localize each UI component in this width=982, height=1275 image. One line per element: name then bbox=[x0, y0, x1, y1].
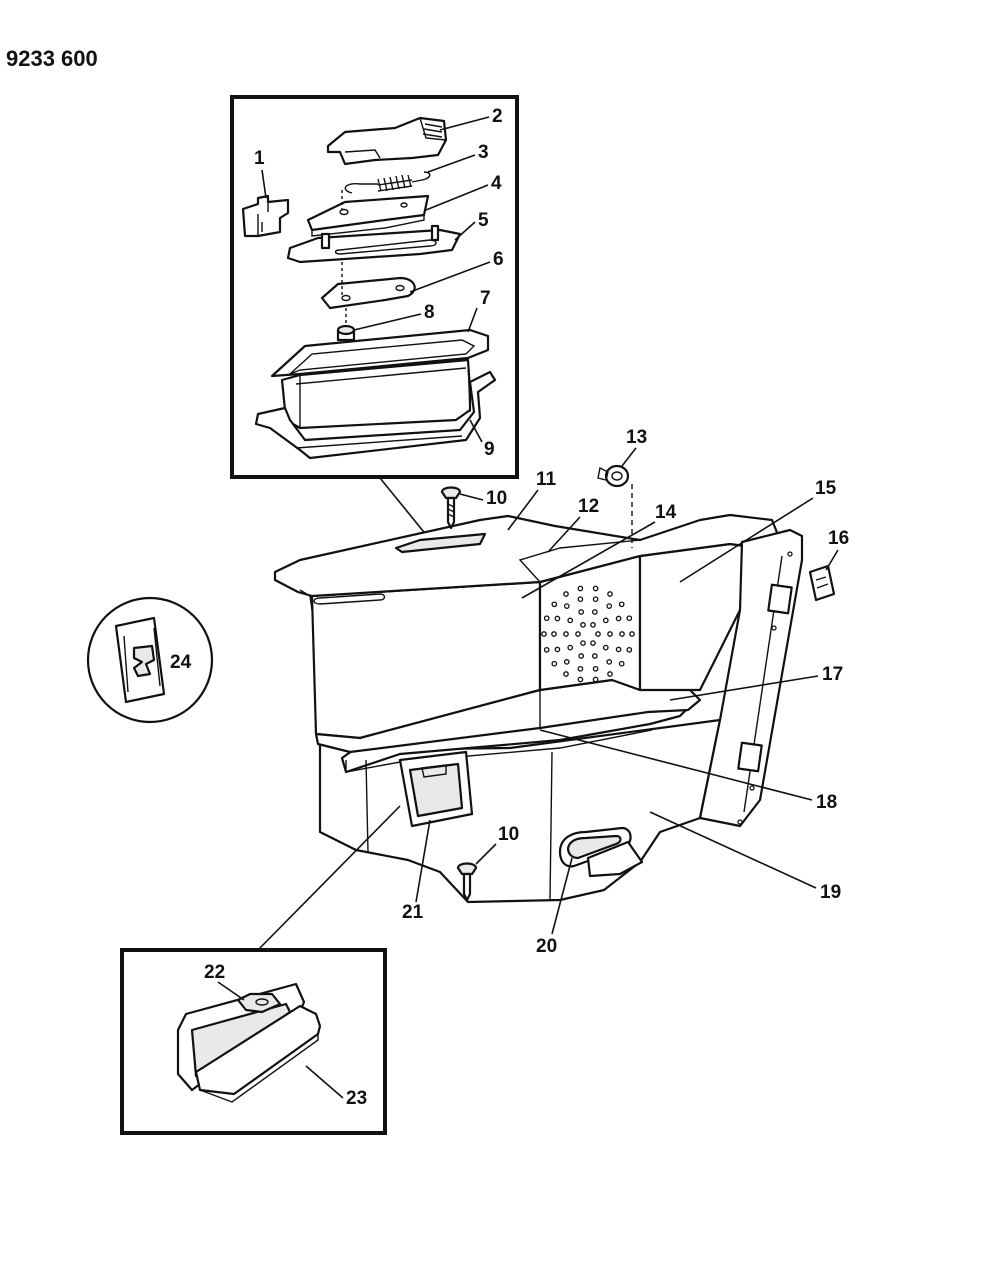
clip-part bbox=[241, 194, 290, 238]
grille-hole bbox=[592, 676, 599, 683]
drawing-code: 9233 600 bbox=[6, 46, 98, 71]
grille-hole bbox=[554, 615, 561, 622]
callout-14: 14 bbox=[655, 502, 677, 523]
grille-hole bbox=[575, 631, 581, 637]
screw-part bbox=[336, 308, 356, 342]
grille-hole bbox=[577, 665, 584, 672]
fastener-part bbox=[114, 616, 166, 704]
callout-5: 5 bbox=[478, 210, 489, 231]
grille-hole bbox=[580, 640, 586, 646]
grille-hole bbox=[602, 644, 609, 651]
grille-hole bbox=[629, 631, 635, 637]
callout-6: 6 bbox=[493, 249, 504, 270]
grille-hole bbox=[590, 640, 596, 646]
grille-hole bbox=[618, 601, 625, 608]
grille-hole bbox=[590, 622, 596, 628]
grille-hole bbox=[595, 631, 601, 637]
grille-hole bbox=[602, 617, 609, 624]
pocket-detail-box bbox=[120, 948, 387, 1135]
grille-hole bbox=[563, 671, 569, 677]
grommet-part bbox=[597, 464, 633, 548]
bezel-part bbox=[270, 328, 490, 430]
pocket-lid-part bbox=[176, 982, 322, 1103]
bracket-part bbox=[254, 370, 497, 460]
slotted-plate-part bbox=[286, 224, 462, 264]
grille-hole bbox=[563, 591, 569, 597]
grille-hole bbox=[592, 585, 599, 592]
grille-hole bbox=[577, 596, 584, 603]
callout-11: 11 bbox=[536, 469, 557, 490]
callout-15: 15 bbox=[815, 478, 837, 499]
latch-detail-box bbox=[230, 95, 519, 479]
callout-13: 13 bbox=[626, 427, 647, 448]
grille-hole bbox=[619, 631, 625, 637]
grille-hole bbox=[591, 609, 598, 615]
grille-hole bbox=[592, 596, 599, 603]
screw-bottom-part bbox=[456, 862, 478, 902]
grille-hole bbox=[541, 631, 547, 637]
callout-7: 7 bbox=[480, 288, 491, 309]
pocket-leader-line bbox=[257, 805, 401, 951]
grille-hole bbox=[578, 653, 585, 659]
spring-part bbox=[344, 171, 431, 194]
callout-23: 23 bbox=[346, 1088, 367, 1109]
grille-hole bbox=[551, 660, 558, 667]
main-callouts: 10 11 12 13 14 15 16 17 18 19 20 21 10 bbox=[402, 427, 849, 957]
grille-hole bbox=[626, 646, 633, 653]
screw-top-part bbox=[440, 486, 462, 530]
callout-10-top: 10 bbox=[486, 488, 507, 509]
grille-hole bbox=[606, 659, 613, 665]
callout-24: 24 bbox=[170, 652, 192, 673]
grille-hole bbox=[563, 631, 569, 637]
grille-hole bbox=[615, 615, 622, 622]
trim-panel-assembly bbox=[273, 513, 804, 904]
callout-22: 22 bbox=[204, 962, 225, 983]
grille-hole bbox=[577, 585, 584, 592]
grille-hole bbox=[615, 646, 622, 653]
callout-2: 2 bbox=[492, 106, 503, 127]
speaker-grille bbox=[541, 585, 635, 683]
grille-hole bbox=[578, 609, 585, 615]
grille-hole bbox=[618, 660, 625, 667]
latch-handle-part bbox=[326, 116, 448, 166]
callout-10-bottom: 10 bbox=[498, 824, 519, 845]
detail-leader-line bbox=[379, 477, 433, 543]
grille-hole bbox=[563, 659, 570, 665]
callout-3: 3 bbox=[478, 142, 489, 163]
grille-hole bbox=[606, 603, 613, 609]
callout-18: 18 bbox=[816, 792, 837, 813]
callout-9: 9 bbox=[484, 439, 495, 460]
callout-12: 12 bbox=[578, 496, 599, 517]
grille-hole bbox=[567, 617, 574, 624]
callout-4: 4 bbox=[491, 173, 502, 194]
grille-hole bbox=[592, 665, 599, 672]
callout-8: 8 bbox=[424, 302, 435, 323]
retainer-clip-part bbox=[808, 564, 836, 602]
grille-hole bbox=[580, 622, 586, 628]
grille-hole bbox=[607, 671, 613, 677]
grille-hole bbox=[554, 646, 561, 653]
grille-hole bbox=[563, 603, 570, 609]
grille-hole bbox=[567, 644, 574, 651]
plate-part bbox=[306, 190, 430, 237]
callout-19: 19 bbox=[820, 882, 841, 903]
grille-hole bbox=[577, 676, 584, 683]
lower-plate-part bbox=[320, 262, 416, 310]
grille-hole bbox=[607, 591, 613, 597]
grille-hole bbox=[543, 646, 550, 653]
callout-17: 17 bbox=[822, 664, 843, 685]
grille-hole bbox=[607, 631, 613, 637]
callout-21: 21 bbox=[402, 902, 424, 923]
callout-1: 1 bbox=[254, 148, 265, 169]
grille-hole bbox=[626, 615, 633, 622]
grille-hole bbox=[543, 615, 550, 622]
callout-16: 16 bbox=[828, 528, 849, 549]
callout-20: 20 bbox=[536, 936, 557, 957]
grille-hole bbox=[591, 653, 598, 659]
top-box-callouts: 1 2 3 4 5 6 7 8 9 bbox=[254, 106, 504, 460]
grille-hole bbox=[551, 601, 558, 608]
grille-hole bbox=[551, 631, 557, 637]
